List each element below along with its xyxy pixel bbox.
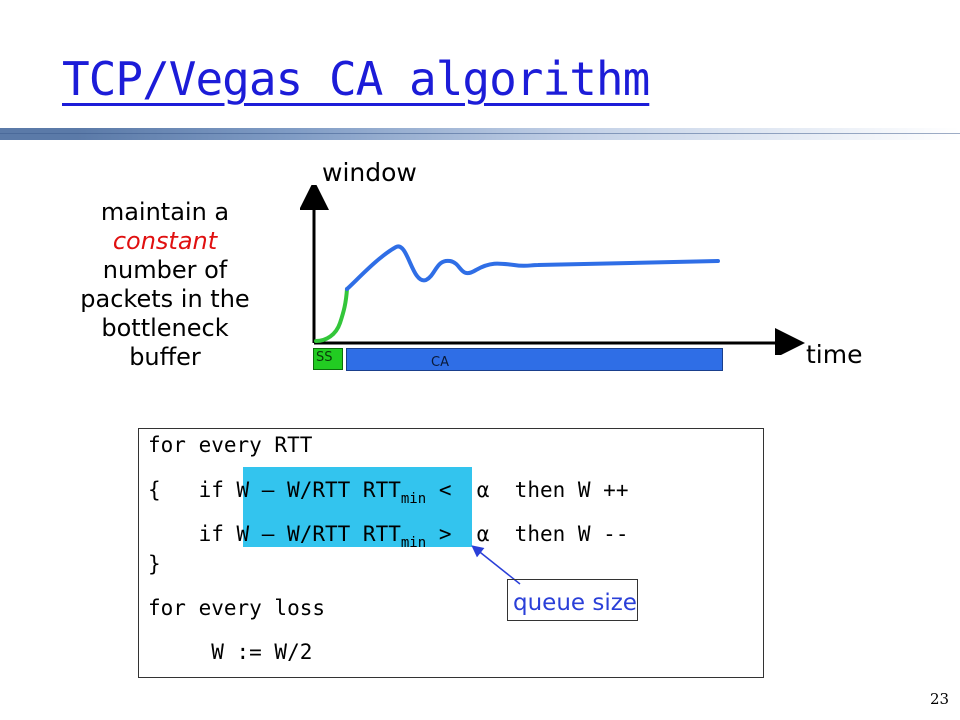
note-line-4: packets in the: [80, 285, 250, 313]
code-line-3: if W – W/RTT RTTmin > α then W --: [148, 522, 629, 551]
note-line-5: bottleneck: [101, 314, 229, 342]
queue-size-label: queue size: [513, 590, 637, 616]
y-axis-label: window: [322, 158, 417, 187]
title-divider-line: [0, 133, 960, 134]
slide-title: TCP/Vegas CA algorithm: [62, 52, 650, 106]
code-line-5: for every loss: [148, 596, 326, 620]
page-number: 23: [930, 690, 950, 708]
description-text: maintain a constant number of packets in…: [40, 198, 290, 372]
note-emphasis: constant: [112, 227, 218, 255]
queue-size-arrow: [471, 545, 521, 585]
queue-size-highlight: [243, 467, 472, 547]
rtt-min-subscript: min: [400, 491, 427, 507]
ca-label: CA: [431, 355, 449, 370]
note-line-3: number of: [102, 256, 228, 284]
queue-size-label-box: [507, 579, 638, 621]
window-time-graph: [300, 185, 805, 355]
code-line-6: W := W/2: [148, 640, 313, 664]
code-line-1: for every RTT: [148, 433, 313, 457]
code-line-3-expr: if W – W/RTT RTT: [148, 522, 401, 546]
congestion-avoidance-bar: [346, 348, 723, 371]
note-line-1: maintain a: [100, 198, 230, 226]
code-line-2-expr: { if W – W/RTT RTT: [148, 478, 401, 502]
title-divider: [0, 128, 960, 140]
ss-label: SS: [316, 350, 333, 365]
code-line-3-cond: > α then W --: [426, 522, 629, 546]
algorithm-code-box: [138, 428, 764, 678]
rtt-min-subscript: min: [400, 535, 427, 551]
code-line-2: { if W – W/RTT RTTmin < α then W ++: [148, 478, 628, 507]
note-line-6: buffer: [129, 343, 201, 371]
congestion-avoidance-curve: [345, 244, 720, 291]
x-axis-label: time: [806, 340, 863, 369]
slow-start-bar: [313, 348, 343, 370]
slow-start-curve: [314, 287, 349, 343]
code-line-2-cond: < α then W ++: [426, 478, 629, 502]
code-line-4: }: [148, 552, 161, 576]
